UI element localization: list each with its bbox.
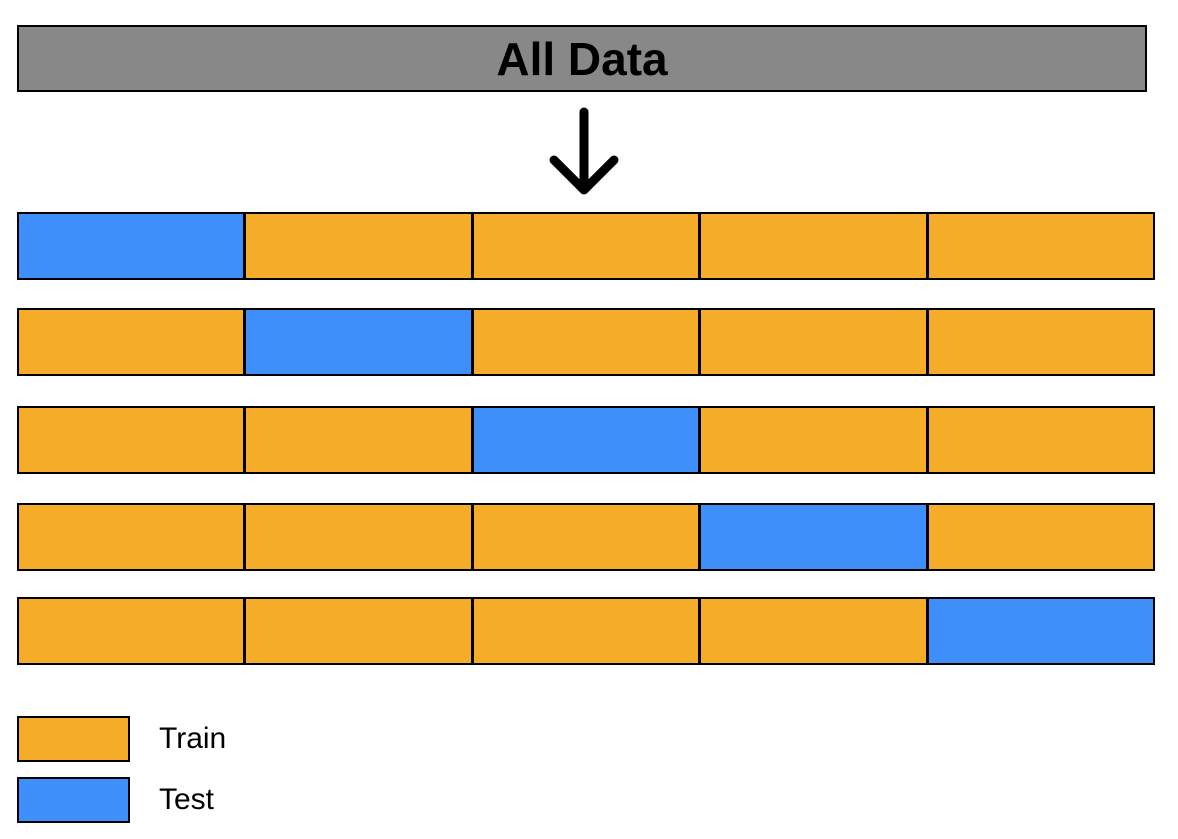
fold-segment-train — [19, 505, 247, 569]
legend-swatch-test — [17, 777, 130, 823]
fold-segment-train — [701, 214, 929, 278]
fold-segment-train — [473, 599, 702, 663]
fold-segment-train — [928, 310, 1154, 374]
fold-segment-train — [701, 599, 929, 663]
fold-segment-train — [19, 408, 247, 472]
fold-segment-train — [246, 214, 474, 278]
fold-segment-train — [928, 505, 1154, 569]
fold-segment-test — [701, 505, 929, 569]
legend-swatch-train — [17, 716, 130, 762]
fold-segment-train — [701, 310, 929, 374]
fold-row-1 — [17, 212, 1155, 280]
fold-segment-train — [19, 599, 247, 663]
fold-segment-train — [473, 310, 702, 374]
fold-segment-train — [473, 214, 702, 278]
all-data-label: All Data — [496, 32, 668, 85]
fold-row-2 — [17, 308, 1155, 376]
fold-row-3 — [17, 406, 1155, 474]
cross-validation-folds — [17, 0, 1155, 839]
all-data-block: All Data — [17, 25, 1147, 92]
legend-label-train: Train — [159, 722, 227, 755]
fold-segment-train — [246, 408, 474, 472]
fold-row-5 — [17, 597, 1155, 665]
legend-item-test: Test — [17, 777, 214, 823]
fold-segment-test — [246, 310, 474, 374]
fold-segment-train — [246, 599, 474, 663]
fold-segment-train — [928, 408, 1154, 472]
fold-row-4 — [17, 503, 1155, 571]
fold-segment-train — [19, 310, 247, 374]
legend-label-test: Test — [159, 783, 215, 816]
fold-segment-train — [701, 408, 929, 472]
fold-segment-test — [928, 599, 1154, 663]
fold-segment-test — [19, 214, 247, 278]
legend-item-train: Train — [17, 716, 226, 762]
arrow-down-icon — [549, 107, 619, 195]
fold-segment-test — [473, 408, 702, 472]
fold-segment-train — [473, 505, 702, 569]
fold-segment-train — [246, 505, 474, 569]
fold-segment-train — [928, 214, 1154, 278]
